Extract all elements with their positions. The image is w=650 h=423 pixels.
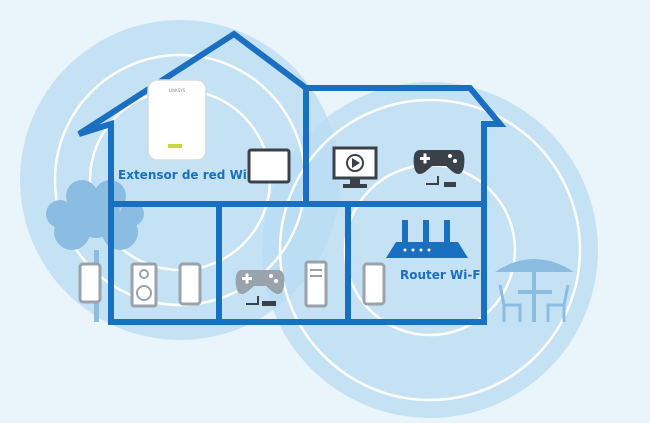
wifi-extender-icon: LINKSYS xyxy=(147,79,207,161)
router-label: Router Wi-Fi xyxy=(400,268,485,282)
smartphone-icon xyxy=(362,262,386,306)
patio-chair-icon xyxy=(546,284,570,322)
tablet-icon xyxy=(247,148,291,184)
house-outline xyxy=(77,30,507,325)
smartphone-icon xyxy=(178,262,202,306)
patio-umbrella-icon xyxy=(495,259,574,322)
extender-signal-area xyxy=(20,20,340,340)
router-icon xyxy=(386,220,468,258)
patio-chair-icon xyxy=(498,284,522,322)
speaker-icon xyxy=(130,262,158,308)
extender-label: Extensor de red Wi-Fi xyxy=(118,168,264,182)
smartphone-icon xyxy=(78,262,102,304)
extender-logo-text: LINKSYS xyxy=(169,88,186,93)
gamepad-icon xyxy=(413,150,465,187)
gamepad-icon xyxy=(235,270,285,306)
desktop-tower-icon xyxy=(304,260,328,308)
monitor-play-icon xyxy=(332,146,378,188)
router-signal-ring xyxy=(278,98,582,402)
